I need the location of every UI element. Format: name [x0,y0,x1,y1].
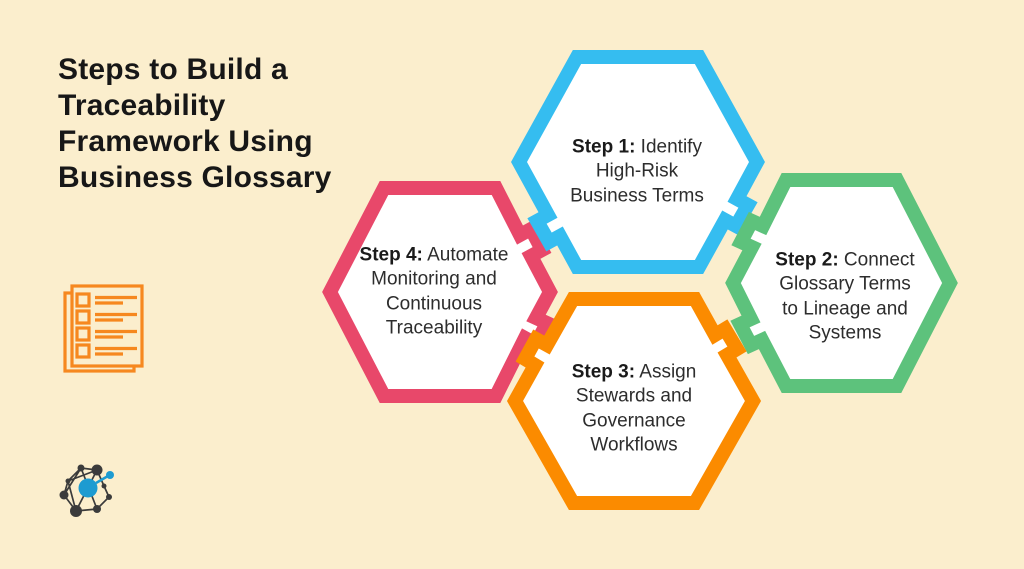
step-4-label: Step 4: Automate Monitoring and Continuo… [319,243,549,340]
step-3-label: Step 3: Assign Stewards and Governance W… [519,360,749,457]
step-2-label: Step 2: Connect Glossary Terms to Lineag… [730,248,960,345]
logo-blue-nodes [78,471,114,498]
logo-nodes [59,464,112,517]
step-2-text: Connect Glossary Terms to Lineage and Sy… [779,249,915,344]
step-4-number: Step 4: [359,244,423,266]
step-3-number: Step 3: [571,361,636,383]
hexagon-step-2 [725,173,958,393]
step-2-number: Step 2: [775,249,839,271]
step-4-text: Automate Monitoring and Continuous Trace… [371,244,509,339]
step-1-text: Identify High-Risk Business Terms [570,136,704,207]
step-1-label: Step 1: Identify High-Risk Business Term… [522,136,752,209]
page-title: Steps to Build a Traceability Framework … [58,53,332,194]
logo-blue-edge [95,474,109,485]
checklist-document-icon [63,284,144,373]
network-graph-logo [59,464,114,517]
step-3-text: Assign Stewards and Governance Workflows [575,361,697,456]
hexagon-step-3 [506,292,762,510]
hexagon-step-4 [322,181,558,403]
hexagon-step-1 [511,50,765,274]
step-1-number: Step 1: [572,136,636,158]
